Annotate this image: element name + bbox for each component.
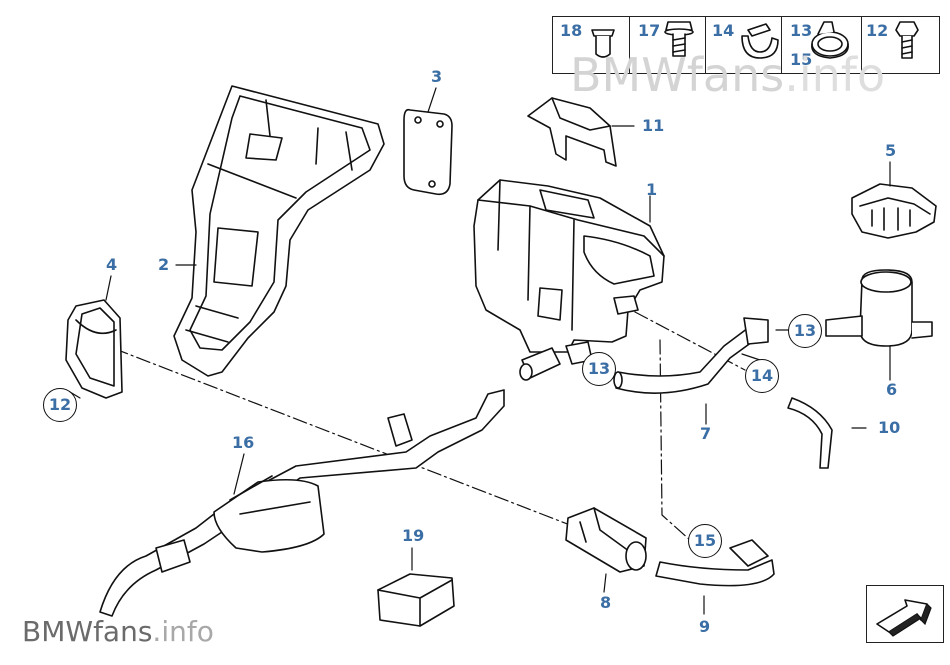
callout-11[interactable]: 11 xyxy=(642,116,665,135)
part-heater-unit xyxy=(473,179,665,381)
callout-4[interactable]: 4 xyxy=(106,255,118,274)
flange-bolt-icon xyxy=(664,21,694,57)
callout-9[interactable]: 9 xyxy=(699,617,711,636)
part-intake-silencer xyxy=(565,507,647,573)
legend-label-12[interactable]: 12 xyxy=(866,21,889,40)
callout-5[interactable]: 5 xyxy=(885,141,897,160)
legend-label-15[interactable]: 15 xyxy=(790,50,813,69)
hex-bolt-icon xyxy=(895,21,919,59)
hardware-legend xyxy=(552,16,940,74)
callout-10[interactable]: 10 xyxy=(878,418,901,437)
part-fuel-line xyxy=(787,397,833,469)
grommet-icon xyxy=(591,29,615,58)
part-gasket xyxy=(403,108,453,196)
callout-13-circled[interactable]: 13 xyxy=(582,352,616,386)
legend-label-14[interactable]: 14 xyxy=(712,21,735,40)
callout-19[interactable]: 19 xyxy=(402,526,425,545)
spring-clamp-icon xyxy=(811,21,849,59)
callout-8[interactable]: 8 xyxy=(600,593,612,612)
part-coolant-hose xyxy=(613,317,769,394)
callout-13-circled[interactable]: 13 xyxy=(788,314,822,348)
part-dosing-pump xyxy=(825,269,933,347)
legend-label-13[interactable]: 13 xyxy=(790,21,813,40)
legend-divider xyxy=(781,17,782,73)
legend-divider xyxy=(705,17,706,73)
callout-6[interactable]: 6 xyxy=(886,380,898,399)
part-pump-holder xyxy=(851,183,937,239)
part-return-hose xyxy=(655,539,775,587)
hose-clamp-icon xyxy=(741,23,779,59)
callout-7[interactable]: 7 xyxy=(700,424,712,443)
arrow-next-icon xyxy=(876,599,932,637)
part-mounting-clip xyxy=(65,299,123,399)
watermark-bottom: BMWfans.info xyxy=(22,615,214,648)
callout-15-circled[interactable]: 15 xyxy=(688,524,722,558)
watermark-top: BMWfans.info xyxy=(570,48,886,102)
callout-1[interactable]: 1 xyxy=(646,180,658,199)
legend-label-18[interactable]: 18 xyxy=(560,21,583,40)
part-bracket xyxy=(173,85,385,377)
next-page-button[interactable] xyxy=(866,585,944,643)
legend-hardware-icons xyxy=(591,21,919,59)
part-exhaust-pipe xyxy=(99,389,505,617)
callout-3[interactable]: 3 xyxy=(431,67,443,86)
legend-divider xyxy=(861,17,862,73)
part-insulation-pad xyxy=(377,573,455,627)
callout-12-circled[interactable]: 12 xyxy=(43,388,77,422)
callout-14-circled[interactable]: 14 xyxy=(745,359,779,393)
legend-label-17[interactable]: 17 xyxy=(638,21,661,40)
legend-divider xyxy=(629,17,630,73)
callout-16[interactable]: 16 xyxy=(232,433,255,452)
leader-lines xyxy=(69,87,891,615)
callout-2[interactable]: 2 xyxy=(158,255,170,274)
part-cover xyxy=(527,97,617,167)
